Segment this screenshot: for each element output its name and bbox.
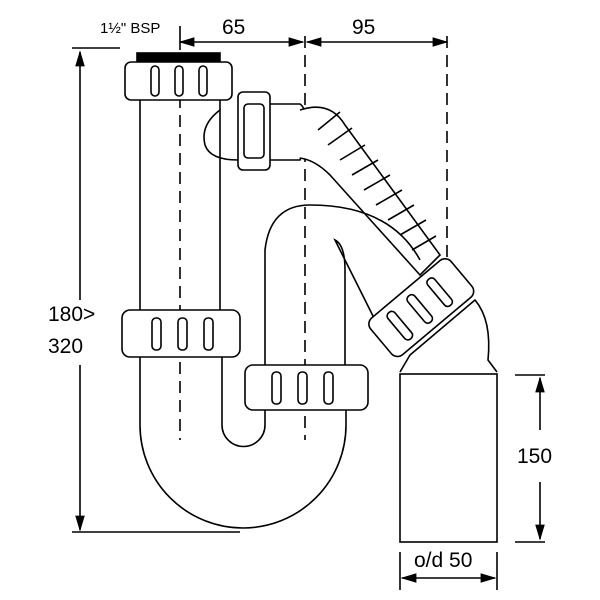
trap-nut-left <box>121 309 241 358</box>
trap-left-leg <box>139 357 223 425</box>
center-lines <box>179 36 448 440</box>
dim-95-label: 95 <box>352 16 376 39</box>
outlet-tube <box>399 373 498 543</box>
outlet-height-label: 150 <box>517 445 553 468</box>
vertical-tube <box>139 100 221 310</box>
outlet-elbow <box>399 298 498 373</box>
height-dimension-line <box>72 50 240 533</box>
trap-nut-right <box>244 364 369 411</box>
upper-arch <box>264 204 421 365</box>
height-max-label: 320 <box>48 335 84 358</box>
side-branch <box>203 91 442 277</box>
dim-65-label: 65 <box>222 16 246 39</box>
inlet-washer <box>136 52 221 62</box>
height-min-label: 180> <box>48 303 96 326</box>
top-dimension-lines <box>72 26 449 50</box>
u-bend <box>139 410 347 529</box>
inlet-nut <box>124 61 233 101</box>
outlet-dimension-lines <box>399 374 545 590</box>
angled-nut <box>368 257 475 358</box>
thread-label: 1½" BSP <box>100 20 161 37</box>
outlet-diameter-label: o/d 50 <box>414 549 473 572</box>
